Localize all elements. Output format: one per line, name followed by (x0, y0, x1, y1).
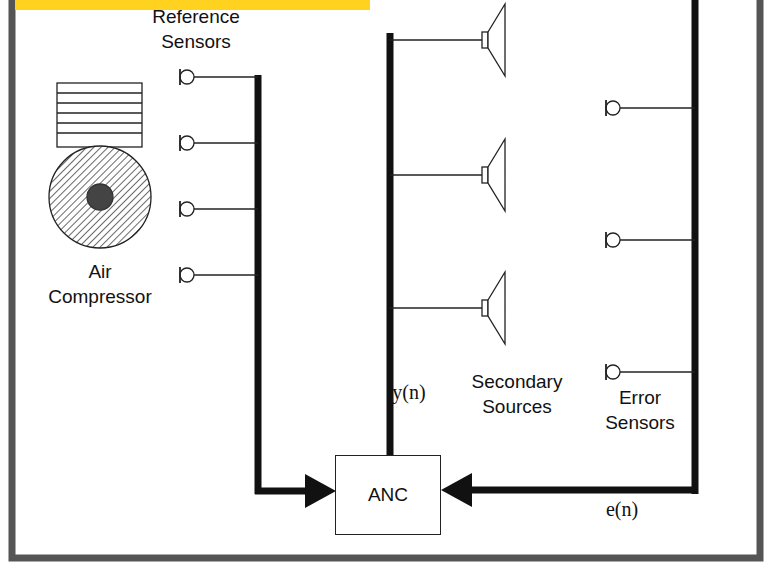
node-label: ANC (368, 484, 408, 506)
source-group-label: Secondary Sources (467, 369, 567, 419)
controller-box: ANC (335, 455, 441, 535)
signal-name: y(n) (384, 380, 434, 405)
sensor-group-label: Reference Sensors (121, 4, 271, 54)
machine-label: Air Compressor (40, 259, 160, 309)
sensor-group-label: Error Sensors (595, 385, 685, 435)
signal-name: e(n) (597, 497, 647, 522)
